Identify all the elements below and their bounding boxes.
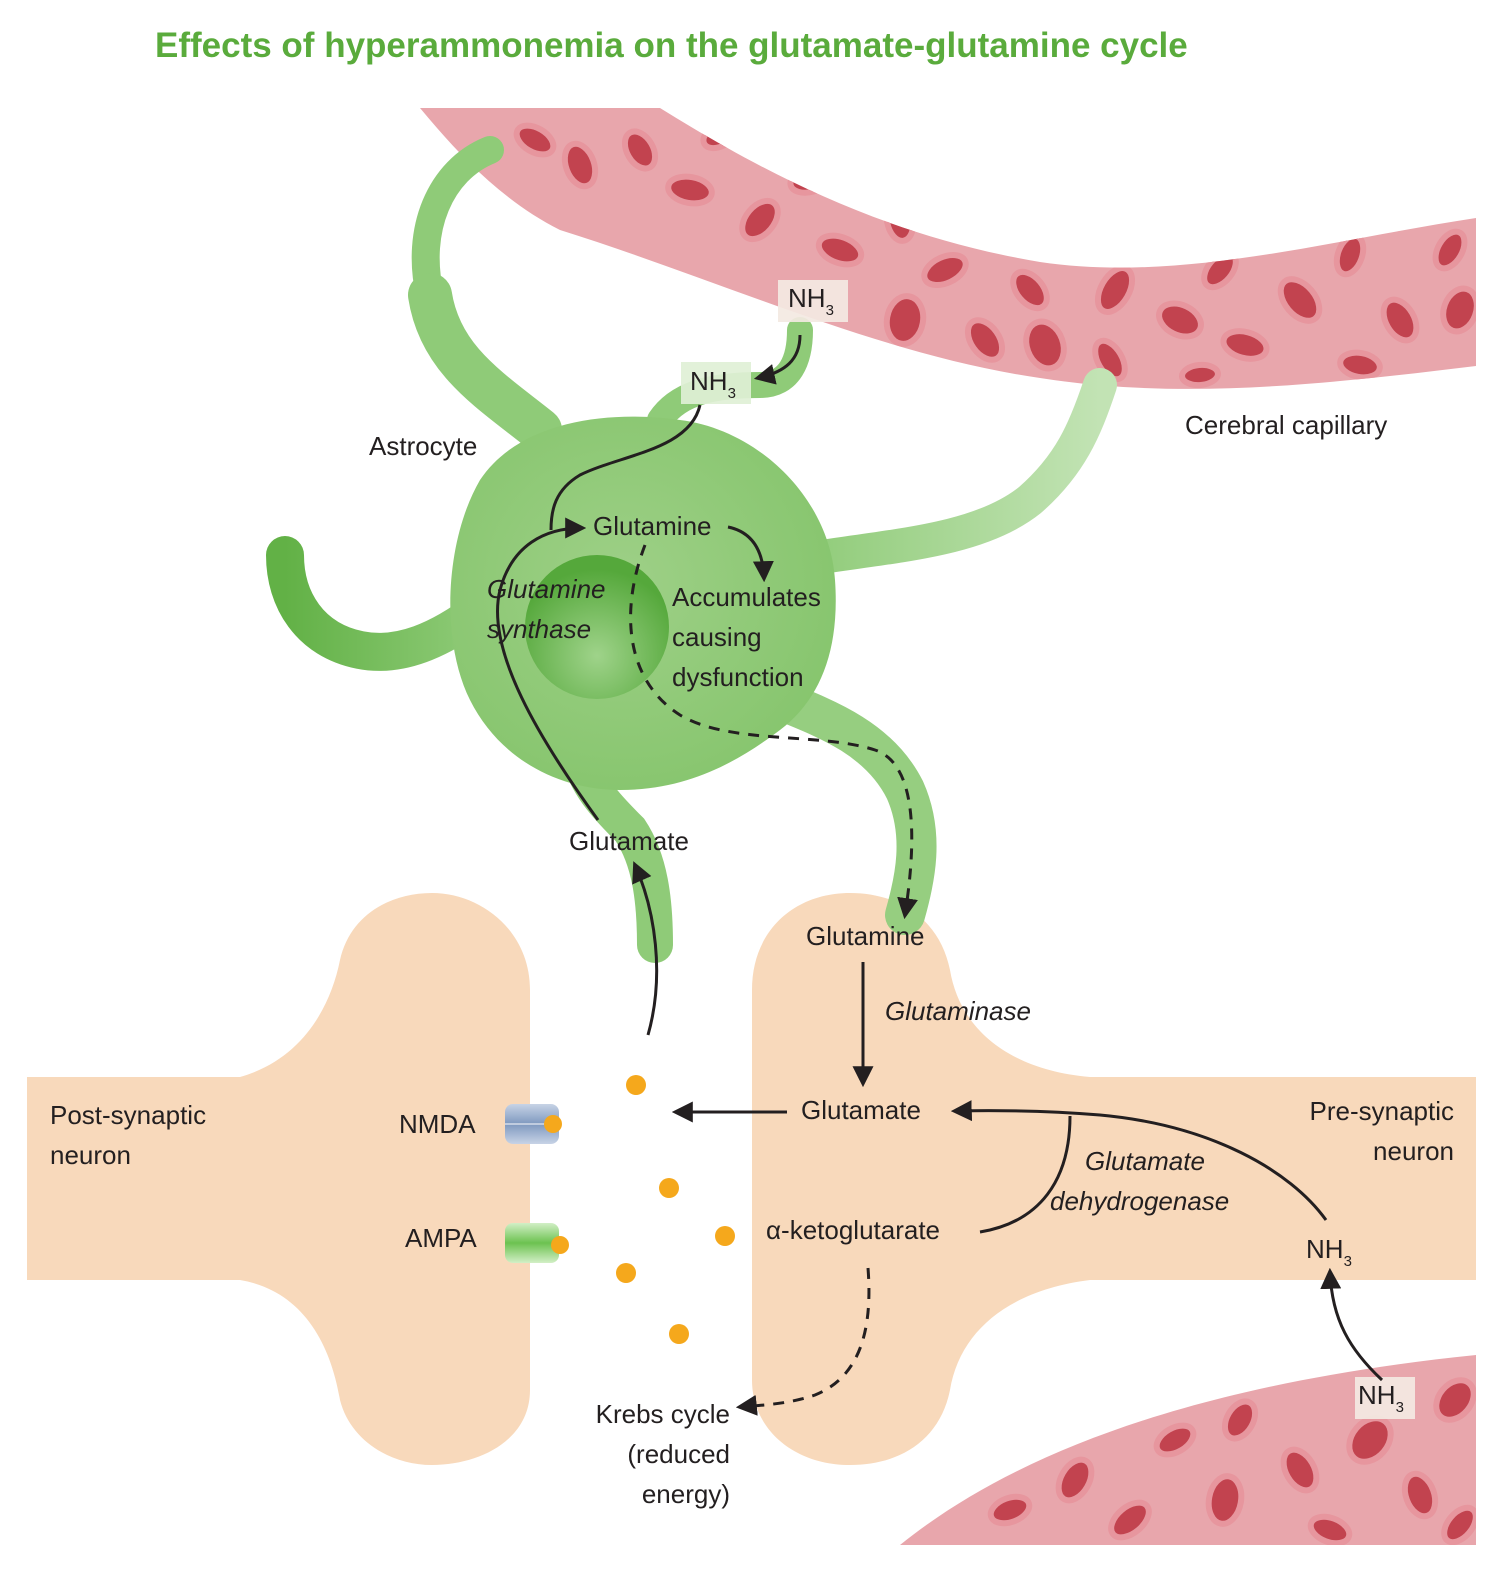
label-post-synaptic-line2: neuron — [50, 1140, 131, 1170]
arrow-glutamate-to-glutamine — [496, 517, 600, 821]
arrow-nh3-to-synthase — [549, 404, 702, 531]
arrow-ketoglutarate-join — [979, 1115, 1072, 1234]
label-astrocyte: Astrocyte — [369, 431, 477, 461]
arrow-nh3-to-glutamate — [950, 1100, 1328, 1221]
nh3-box-astrocyte — [681, 362, 751, 404]
arrow-nh3-from-capillary — [1320, 1267, 1384, 1382]
nh3-box-capillary — [778, 280, 848, 322]
ampa-receptor — [505, 1223, 569, 1263]
note-accumulates-line3: dysfunction — [672, 662, 804, 692]
label-glutamine-neuron: Glutamine — [806, 921, 925, 951]
nh3-astrocyte: NH3 — [690, 366, 736, 402]
nh3-bottom-capillary: NH3 — [1358, 1380, 1404, 1416]
label-nmda: NMDA — [399, 1109, 476, 1139]
arrow-glutamine-accumulates — [727, 525, 774, 583]
nh3-box-bottom-capillary — [1355, 1377, 1415, 1419]
note-krebs-line2: (reduced — [627, 1439, 730, 1469]
enzyme-glutamine-synthase-line1: Glutamine — [487, 574, 606, 604]
cerebral-capillary-top — [420, 108, 1476, 389]
label-glutamine-astrocyte: Glutamine — [593, 511, 712, 541]
glutamate-molecules — [616, 1075, 735, 1344]
arrow-glutamine-to-neuron — [629, 544, 918, 920]
enzyme-glutamate-dehydrogenase-line2: dehydrogenase — [1050, 1186, 1229, 1216]
arrow-cleft-to-astrocyte — [632, 861, 659, 1036]
enzyme-glutamate-dehydrogenase-line1: Glutamate — [1085, 1146, 1205, 1176]
nmda-receptor — [505, 1104, 562, 1144]
note-accumulates-line1: Accumulates — [672, 582, 821, 612]
enzyme-glutaminase: Glutaminase — [885, 996, 1031, 1026]
red-blood-cells-bottom — [987, 1377, 1476, 1545]
diagram-title: Effects of hyperammonemia on the glutama… — [155, 26, 1188, 65]
note-krebs-line1: Krebs cycle — [596, 1399, 730, 1429]
label-pre-synaptic-line2: neuron — [1373, 1136, 1454, 1166]
astrocyte-cell — [266, 136, 1117, 963]
note-krebs-line3: energy) — [642, 1479, 730, 1509]
label-glutamate-astrocyte: Glutamate — [569, 826, 689, 856]
nh3-pre-synaptic: NH3 — [1306, 1234, 1352, 1270]
label-post-synaptic-line1: Post-synaptic — [50, 1100, 206, 1130]
label-glutamate-neuron: Glutamate — [801, 1095, 921, 1125]
label-pre-synaptic-line1: Pre-synaptic — [1310, 1096, 1455, 1126]
enzyme-glutamine-synthase-line2: synthase — [487, 614, 591, 644]
cerebral-capillary-bottom — [900, 1355, 1476, 1545]
post-synaptic-neuron — [27, 893, 530, 1465]
label-alpha-ketoglutarate: α-ketoglutarate — [766, 1215, 940, 1245]
label-cerebral-capillary: Cerebral capillary — [1185, 410, 1387, 440]
note-accumulates-line2: causing — [672, 622, 762, 652]
nh3-capillary: NH3 — [788, 283, 834, 319]
label-ampa: AMPA — [405, 1223, 477, 1253]
pre-synaptic-neuron — [752, 893, 1476, 1465]
arrow-nh3-into-astrocyte — [753, 334, 802, 385]
